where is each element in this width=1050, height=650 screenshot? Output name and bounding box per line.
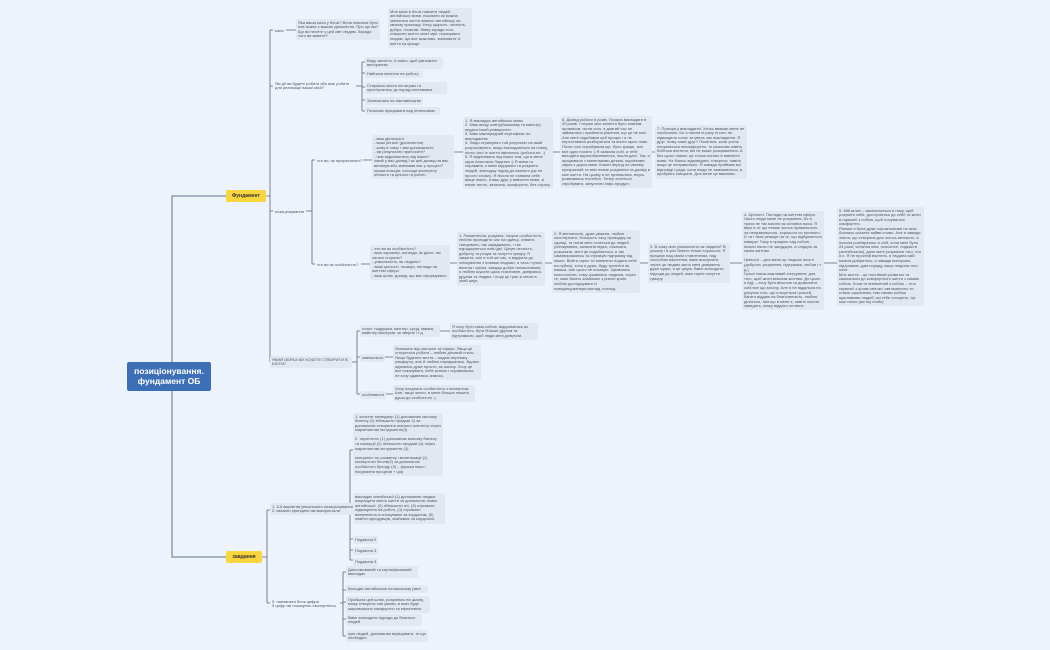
task-1-item[interactable]: викладач англійської (1) допомагаю людям… (353, 493, 445, 524)
person-questions[interactable]: - хто ви як особистість? - ваш характер,… (370, 245, 450, 281)
pro-answer[interactable]: 6. Досвід роботи 6 років. Почала виклада… (560, 116, 652, 188)
image-item[interactable]: зовнішність (360, 354, 386, 362)
task-1-item[interactable]: 1. контент менеджер (1) допомагаю малому… (353, 413, 443, 476)
task-2-label[interactable]: 5. наповнити блок цифри 5 цифр які показ… (272, 598, 336, 609)
action-item[interactable]: Веду заняття, їх мало, щоб умножити вело… (365, 57, 443, 70)
person-answer[interactable]: 3. В чому моя унікальність як людини? В … (648, 243, 730, 283)
task-1-item[interactable]: Подзвона 4 (353, 558, 379, 566)
branch-foundation[interactable]: Фундамент (226, 190, 266, 202)
image-answer[interactable]: Залежить від настрою та сфери. Якщо це с… (393, 345, 481, 381)
image-answer[interactable]: Хочу поєднати особистість з експертом. А… (393, 385, 475, 402)
task-2-item[interactable]: Пройшла цей шлях, розуміюсь на цьому, мо… (346, 596, 430, 613)
pro-answer[interactable]: 1. Я викладач англійської мови 2. Маю ви… (463, 117, 553, 189)
task-2-item[interactable]: Вмію знаходити підходи до багатьох людей (346, 614, 422, 627)
pro-label[interactable]: хто ви, як професіонал? (317, 157, 362, 163)
image-item[interactable]: особливості (360, 391, 387, 399)
root-node[interactable]: позиціонування. фундамент ОБ (127, 362, 211, 391)
person-answer[interactable]: 2. Я меланхолік, дуже уважна, люблю спос… (552, 230, 640, 293)
mission-answer[interactable]: Моя місія в блозі навчити людей англійсь… (388, 8, 472, 48)
action-item[interactable]: Починаю працювати над інтенсивом (365, 107, 440, 115)
pro-questions[interactable]: - ваш діяльності - ваші регалії (досягне… (372, 135, 454, 180)
branch-tasks[interactable]: завдання (226, 551, 262, 563)
task-2-item[interactable]: Дипломований та сертифікований викладач (346, 566, 418, 579)
actions-label[interactable]: Які дії ви будете робити або вже робите … (275, 80, 351, 91)
image-label[interactable]: ЯКИЙ ОБРАЗ ВИ ХОЧЕТЕ СТВОРИТИ В БЛОЗІ? (270, 356, 352, 369)
task-1-item[interactable]: Подзвона 3 (353, 547, 379, 555)
task-1-item[interactable]: Подзвона 2 (353, 536, 379, 544)
task-1-label[interactable]: 1. 3-5 варіантів унікального позиціонува… (270, 503, 355, 516)
action-item[interactable]: Записалась на наставництво (365, 97, 423, 105)
person-answer[interactable]: 4. Цінності. Погляди на життєві сфери. Ч… (742, 211, 824, 311)
pro-answer[interactable]: 7. Позиція у викладанні. Хтось вважає ме… (655, 125, 747, 179)
image-item[interactable]: голос: подружка, ментор, сусід, мамка, м… (360, 325, 440, 338)
task-2-item[interactable]: Володію англійською на високому рівні (346, 585, 428, 593)
mission-question[interactable]: Яка ваша місія у блозі? Вона повинна бут… (296, 19, 380, 41)
mission-label[interactable]: місія (275, 27, 284, 33)
action-item[interactable]: Стараюсь вести інстаграм та прислухатись… (365, 82, 447, 95)
image-answer[interactable]: Я хочу бути сама собою, відкриватись як … (450, 323, 538, 340)
person-answer[interactable]: 1. Романтична, розумна, творча особистіс… (457, 232, 545, 286)
positioning-label[interactable]: позиціонування (275, 208, 304, 214)
person-label[interactable]: хто ви як особистість? (317, 261, 359, 267)
action-item[interactable]: Найняла вчителя на роботу (365, 70, 423, 78)
task-2-item[interactable]: чую людей, допомагаю вирішувати, те що н… (346, 630, 428, 643)
person-answer[interactable]: 5. Мій шлях – заключається в тому, щоб р… (837, 207, 924, 307)
